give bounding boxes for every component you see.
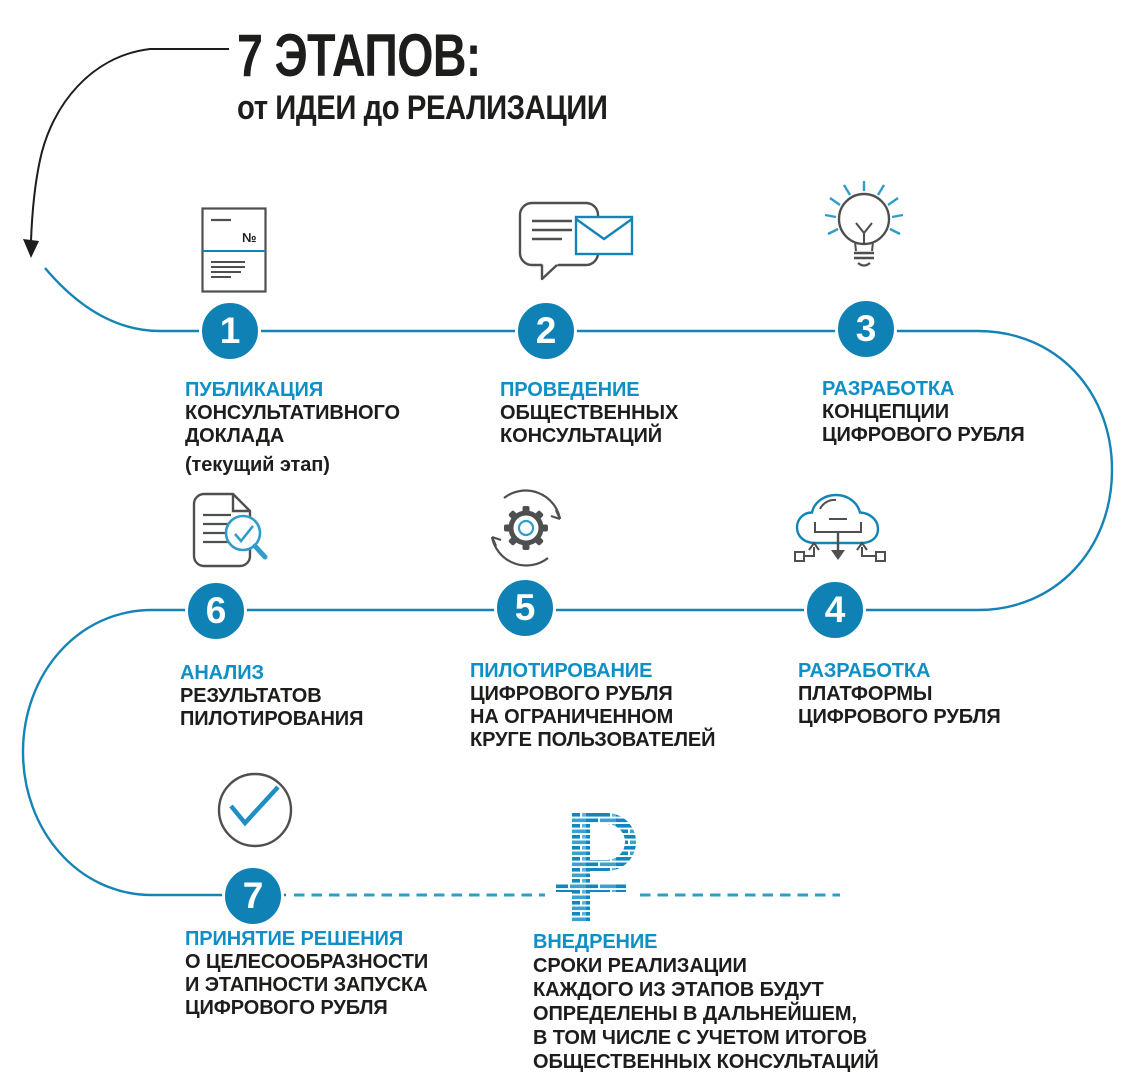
implementation-line: ОБЩЕСТВЕННЫХ КОНСУЛЬТАЦИЙ (533, 1051, 879, 1073)
implementation-line: КАЖДОГО ИЗ ЭТАПОВ БУДУТ (533, 979, 824, 1001)
stage-4-label: РАЗРАБОТКА ПЛАТФОРМЫ ЦИФРОВОГО РУБЛЯ (798, 660, 1001, 729)
stage-7-line: И ЭТАПНОСТИ ЗАПУСКА (185, 974, 428, 996)
stage-1-line: ДОКЛАДА (185, 425, 285, 447)
stage-6-line: РЕЗУЛЬТАТОВ (180, 685, 322, 707)
stage-6-heading: АНАЛИЗ (180, 662, 264, 684)
stage-3-line: КОНЦЕПЦИИ (822, 401, 949, 423)
implementation-line: ОПРЕДЕЛЕНЫ В ДАЛЬНЕЙШЕМ, (533, 1003, 857, 1025)
page-title-line1: 7 ЭТАПОВ: (237, 22, 481, 89)
lightbulb-icon (824, 181, 904, 267)
document-number-label: № (242, 230, 257, 245)
stage-1-heading: ПУБЛИКАЦИЯ (185, 379, 324, 401)
stage-7-number-badge: 7 (222, 865, 284, 927)
stage-6-line: ПИЛОТИРОВАНИЯ (180, 708, 364, 730)
ruble-sign-icon (556, 813, 636, 923)
chat-envelope-icon (518, 201, 634, 281)
stage-1-number-badge: 1 (199, 300, 261, 362)
stage-2-line: ОБЩЕСТВЕННЫХ (500, 402, 679, 424)
cloud-platform-icon (794, 493, 886, 562)
intro-arrow-curve (30, 48, 229, 242)
implementation-label: ВНЕДРЕНИЕ СРОКИ РЕАЛИЗАЦИИ КАЖДОГО ИЗ ЭТ… (533, 930, 879, 1074)
implementation-line: В ТОМ ЧИСЛЕ С УЧЕТОМ ИТОГОВ (533, 1027, 868, 1049)
stage-1-line: КОНСУЛЬТАТИВНОГО (185, 402, 400, 424)
stage-7-line: О ЦЕЛЕСООБРАЗНОСТИ (185, 951, 429, 973)
stage-3-heading: РАЗРАБОТКА (822, 378, 955, 400)
gear-sync-icon (490, 489, 562, 567)
stage-3-line: ЦИФРОВОГО РУБЛЯ (822, 424, 1025, 446)
stage-2-heading: ПРОВЕДЕНИЕ (500, 379, 640, 401)
stage-4-line: ПЛАТФОРМЫ (798, 683, 933, 705)
stage-2-number-badge: 2 (515, 300, 577, 362)
stage-5-number-badge: 5 (494, 577, 556, 639)
stage-4-heading: РАЗРАБОТКА (798, 660, 931, 682)
stage-3-label: РАЗРАБОТКА КОНЦЕПЦИИ ЦИФРОВОГО РУБЛЯ (822, 378, 1025, 447)
stage-7-line: ЦИФРОВОГО РУБЛЯ (185, 997, 388, 1019)
document-icon: № (201, 207, 267, 293)
stage-4-line: ЦИФРОВОГО РУБЛЯ (798, 706, 1001, 728)
stage-5-heading: ПИЛОТИРОВАНИЕ (470, 660, 653, 682)
intro-arrowhead (23, 239, 39, 258)
page-title-line2: от ИДЕИ до РЕАЛИЗАЦИИ (237, 89, 608, 127)
stage-5-line: ЦИФРОВОГО РУБЛЯ (470, 683, 673, 705)
stage-2-line: КОНСУЛЬТАЦИЙ (500, 425, 663, 447)
stage-7-label: ПРИНЯТИЕ РЕШЕНИЯ О ЦЕЛЕСООБРАЗНОСТИ И ЭТ… (185, 928, 428, 1020)
doc-magnifier-icon (192, 492, 268, 568)
main-flow-line (21, 267, 1114, 897)
stage-6-label: АНАЛИЗ РЕЗУЛЬТАТОВ ПИЛОТИРОВАНИЯ (180, 662, 363, 731)
stage-7-heading: ПРИНЯТИЕ РЕШЕНИЯ (185, 928, 404, 950)
page-title: 7 ЭТАПОВ: от ИДЕИ до РЕАЛИЗАЦИИ (237, 26, 668, 128)
stage-2-label: ПРОВЕДЕНИЕ ОБЩЕСТВЕННЫХ КОНСУЛЬТАЦИЙ (500, 379, 678, 448)
stage-1-note: (текущий этап) (185, 454, 330, 476)
stage-4-number-badge: 4 (804, 579, 866, 641)
stage-5-line: КРУГЕ ПОЛЬЗОВАТЕЛЕЙ (470, 729, 716, 751)
stage-3-number-badge: 3 (835, 298, 897, 360)
implementation-line: СРОКИ РЕАЛИЗАЦИИ (533, 955, 747, 977)
check-circle-icon (217, 772, 293, 848)
stage-1-label: ПУБЛИКАЦИЯ КОНСУЛЬТАТИВНОГО ДОКЛАДА (тек… (185, 379, 400, 477)
stage-5-label: ПИЛОТИРОВАНИЕ ЦИФРОВОГО РУБЛЯ НА ОГРАНИЧ… (470, 660, 716, 752)
implementation-heading: ВНЕДРЕНИЕ (533, 931, 658, 953)
stage-5-line: НА ОГРАНИЧЕННОМ (470, 706, 674, 728)
stage-6-number-badge: 6 (185, 580, 247, 642)
